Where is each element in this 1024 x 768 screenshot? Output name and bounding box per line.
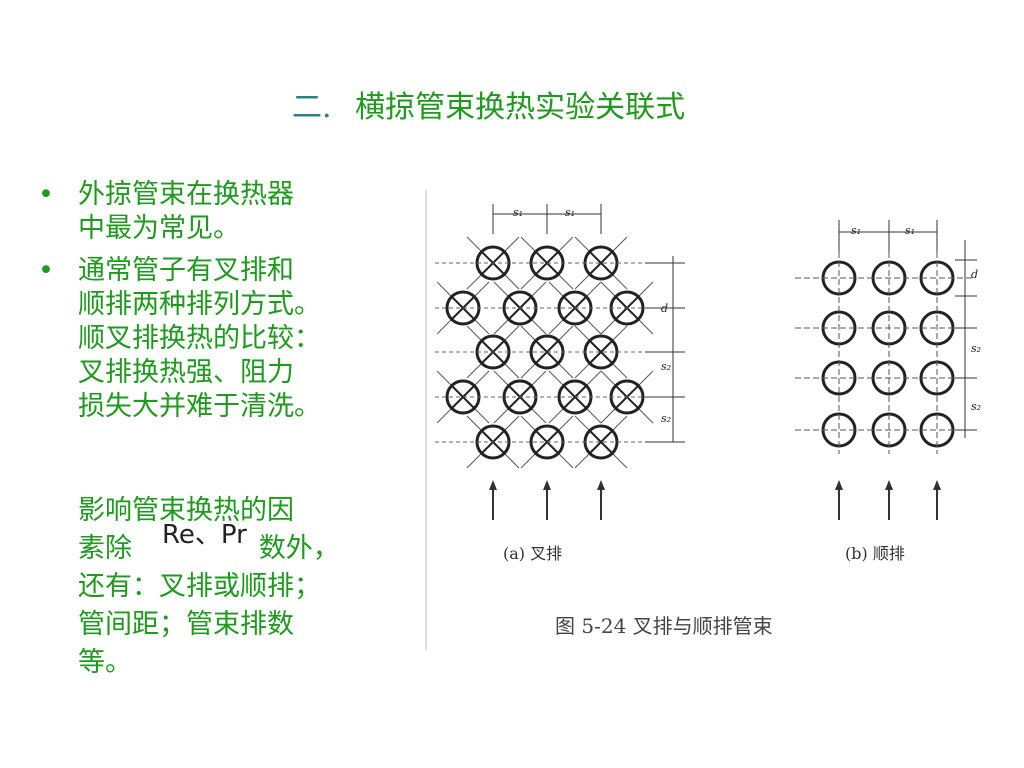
bullet-line: 损失大并难于清洗。	[78, 391, 321, 422]
tube-bundle-diagram	[425, 190, 977, 650]
flow-arrow-head-icon	[885, 480, 893, 490]
flow-arrow-head-icon	[597, 480, 605, 490]
tube-cross-line	[589, 430, 613, 454]
dim-s1-label-a: s₁	[565, 206, 576, 219]
bullet-item: • 通常管子有叉排和 顺排两种排列方式。 顺叉排换热的比较： 叉排换热强、阻力 …	[38, 254, 388, 424]
dim-s1-label-b: s₁	[851, 224, 862, 237]
bullet-line: 通常管子有叉排和	[78, 255, 294, 286]
bullet-item: • 外掠管束在换热器 中最为常见。	[38, 178, 388, 246]
figure-caption: 图 5-24 叉排与顺排管束	[555, 614, 773, 638]
bullet-line: 顺叉排换热的比较：	[78, 323, 321, 354]
paragraph-line: 影响管束换热的因	[78, 495, 294, 526]
bullet-line: 顺排两种排列方式。	[78, 289, 321, 320]
flow-arrow-head-icon	[543, 480, 551, 490]
dim-d-label-b: d	[971, 268, 979, 281]
dim-s2-label-b: s₂	[971, 342, 982, 355]
bullet-line: 叉排换热强、阻力	[78, 357, 294, 388]
influence-paragraph: 影响管束换热的因 素除 Re、Pr 数外， 还有：叉排或顺排； 管间距；管束排数 等…	[78, 492, 378, 682]
re-pr-formula: Re、Pr	[162, 520, 247, 550]
dim-s1-label-b: s₁	[905, 224, 916, 237]
dim-s1-label-a: s₁	[513, 206, 524, 219]
flow-arrow-head-icon	[489, 480, 497, 490]
dim-d-label-a: d	[661, 302, 669, 315]
slide-title: 二. 横掠管束换热实验关联式	[292, 86, 752, 130]
title-number: 二.	[292, 90, 332, 125]
paragraph-line: 管间距；管束排数	[78, 609, 294, 640]
tube-cross-line	[589, 340, 613, 364]
dim-s2-label-b: s₂	[971, 400, 982, 413]
paragraph-text: 数外，	[258, 533, 340, 564]
dim-s2-label-a: s₂	[661, 360, 672, 373]
flow-arrow-head-icon	[835, 480, 843, 490]
paragraph-line: 等。	[78, 647, 132, 678]
bullet-line: 中最为常见。	[78, 213, 240, 244]
paragraph-line: 还有：叉排或顺排；	[78, 571, 321, 602]
bullet-dot-icon: •	[38, 179, 54, 210]
tube-bundle-figure: s₁ s₁ d s₂ s₂ s₁ s₁ d s₂ s₂ (a) 叉排 (b) 顺…	[425, 190, 985, 650]
paragraph-text: 素除	[78, 533, 132, 564]
bullet-line: 外掠管束在换热器	[78, 179, 294, 210]
tube-cross-line	[589, 251, 613, 275]
caption-staggered: (a) 叉排	[503, 544, 563, 563]
title-text: 横掠管束换热实验关联式	[355, 90, 686, 125]
dim-s2-label-a: s₂	[661, 412, 672, 425]
bullet-dot-icon: •	[38, 255, 54, 286]
caption-inline: (b) 顺排	[845, 544, 905, 563]
paragraph-line: 素除 Re、Pr 数外，	[78, 520, 378, 568]
flow-arrow-head-icon	[933, 480, 941, 490]
bullet-list: • 外掠管束在换热器 中最为常见。 • 通常管子有叉排和 顺排两种排列方式。 顺…	[38, 178, 388, 432]
